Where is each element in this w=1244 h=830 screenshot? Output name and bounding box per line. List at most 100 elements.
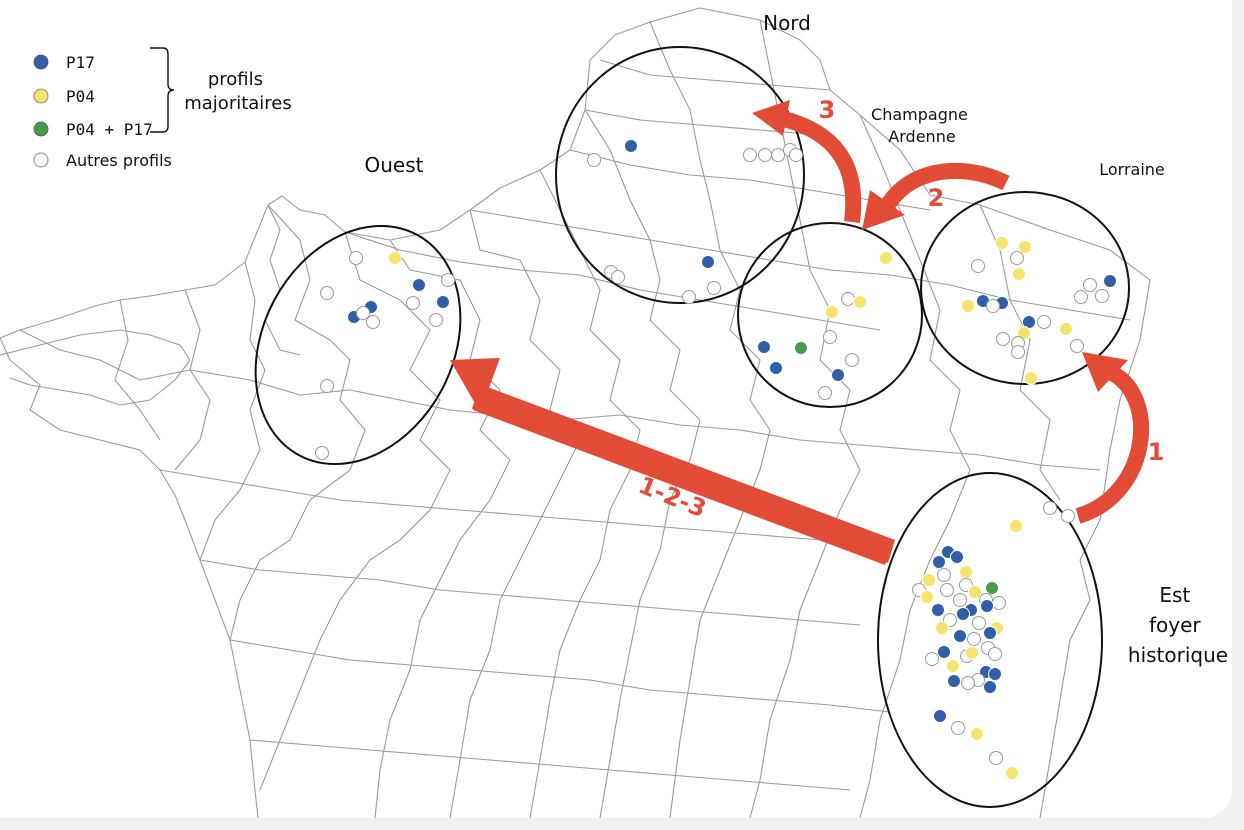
point-other xyxy=(823,330,837,344)
point-other xyxy=(771,148,785,162)
dept-line xyxy=(529,169,641,818)
point-p17 xyxy=(937,645,951,659)
point-other xyxy=(940,583,954,597)
point-p17 xyxy=(436,295,450,309)
point-other xyxy=(1070,339,1084,353)
point-other xyxy=(961,676,975,690)
arrow-label-3: 3 xyxy=(819,96,836,124)
point-p04 xyxy=(946,659,960,673)
point-other xyxy=(992,596,1006,610)
point-p17 xyxy=(931,603,945,617)
point-p04 xyxy=(1009,519,1023,533)
point-p04 xyxy=(920,590,934,604)
dept-line xyxy=(229,639,891,713)
point-other xyxy=(366,315,380,329)
coast-normandy xyxy=(264,204,301,356)
point-p04 xyxy=(879,251,893,265)
point-p17 xyxy=(933,709,947,723)
point-other xyxy=(972,616,986,630)
dept-line xyxy=(584,109,701,818)
point-p04-p17 xyxy=(794,341,808,355)
dept-line xyxy=(599,59,831,91)
point-other xyxy=(429,313,443,327)
point-p17 xyxy=(953,629,967,643)
region-circle-champagne xyxy=(737,222,923,408)
point-p04 xyxy=(1024,371,1038,385)
point-other xyxy=(441,273,455,287)
point-other xyxy=(356,306,370,320)
coast-brittany xyxy=(0,329,191,406)
point-p04 xyxy=(1005,766,1019,780)
point-p17 xyxy=(412,278,426,292)
point-p17 xyxy=(983,626,997,640)
legend-label-p17: P17 xyxy=(66,53,95,72)
point-other xyxy=(937,568,951,582)
point-p17 xyxy=(950,550,964,564)
arrow-step-labels: 1 2 3 1-2-3 xyxy=(635,96,1165,523)
point-other xyxy=(996,332,1010,346)
legend-marker-p17 xyxy=(33,54,49,70)
arrow-3 xyxy=(778,110,862,224)
point-p17 xyxy=(988,667,1002,681)
dept-line xyxy=(199,559,861,626)
dept-line xyxy=(114,299,161,441)
region-circles xyxy=(254,46,1130,808)
point-other xyxy=(1095,289,1109,303)
arrow-2 xyxy=(877,162,1010,215)
region-label-nord: Nord xyxy=(763,11,811,35)
point-other xyxy=(349,251,363,265)
arrow-1-2-3 xyxy=(450,358,895,565)
country-outline xyxy=(0,7,1151,818)
arrow-label-1: 1 xyxy=(1148,438,1165,466)
region-label-lorraine: Lorraine xyxy=(1099,160,1165,179)
point-p04 xyxy=(1012,267,1026,281)
point-p04 xyxy=(968,585,982,599)
point-p17 xyxy=(1103,274,1117,288)
point-p17 xyxy=(956,607,970,621)
point-p04-p17 xyxy=(985,581,999,595)
point-other xyxy=(1010,251,1024,265)
legend-marker-other xyxy=(33,152,49,168)
dept-line xyxy=(469,209,1131,321)
point-p17 xyxy=(701,255,715,269)
region-circle-ouest xyxy=(254,224,462,466)
spread-arrows xyxy=(450,100,1150,565)
point-other xyxy=(1083,278,1097,292)
dept-line xyxy=(449,209,581,818)
point-other xyxy=(320,286,334,300)
point-other xyxy=(1011,345,1025,359)
legend-label-other: Autres profils xyxy=(66,151,172,170)
dept-line xyxy=(374,239,511,818)
point-other xyxy=(743,148,757,162)
point-other xyxy=(951,721,965,735)
point-p04 xyxy=(961,299,975,313)
legend-brace xyxy=(150,47,175,133)
point-other xyxy=(406,296,420,310)
region-circle-est xyxy=(877,472,1103,808)
dept-line xyxy=(979,204,1061,501)
region-circle-lorraine xyxy=(920,191,1130,385)
region-label-est: Est foyer historique xyxy=(1128,583,1228,667)
dept-line xyxy=(249,739,851,791)
point-p04 xyxy=(1018,240,1032,254)
sample-points xyxy=(315,139,1117,780)
point-p17 xyxy=(831,368,845,382)
point-other xyxy=(986,299,1000,313)
point-p17 xyxy=(983,680,997,694)
point-other xyxy=(707,281,721,295)
point-p04 xyxy=(995,236,1009,250)
region-circle-nord xyxy=(555,46,805,304)
point-other xyxy=(1037,315,1051,329)
point-p04 xyxy=(965,646,979,660)
point-other xyxy=(988,647,1002,661)
point-p04 xyxy=(853,295,867,309)
point-other xyxy=(925,652,939,666)
point-other xyxy=(1043,501,1057,515)
point-other xyxy=(682,290,696,304)
point-p04 xyxy=(388,251,402,265)
point-p17 xyxy=(624,139,638,153)
coast-west xyxy=(0,337,259,818)
legend-label-p04p17: P04 + P17 xyxy=(66,120,153,139)
point-p04 xyxy=(922,573,936,587)
dept-line xyxy=(649,21,771,818)
